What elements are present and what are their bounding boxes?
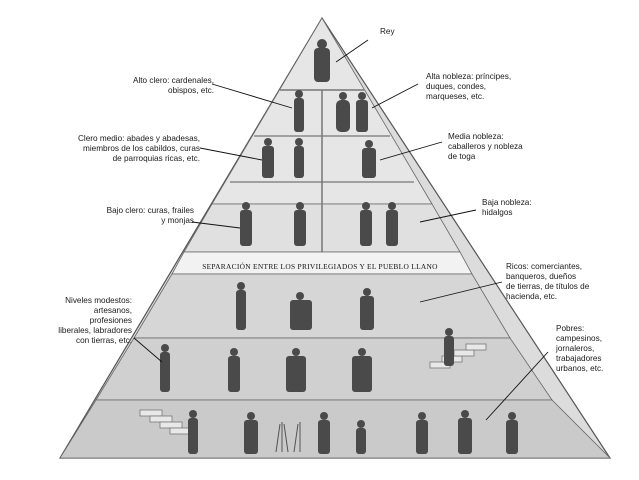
leader-lines [133,39,549,421]
poor-tier [59,399,611,459]
poor-figures [188,410,518,454]
high-nobility-figures [336,92,368,132]
stairs-left [139,409,193,435]
low-nobility-figures [360,202,398,246]
label-baja-nobleza: Baja nobleza: hidalgos [482,198,532,217]
label-niveles-modestos: Niveles modestos: artesanos, profesiones… [58,296,132,345]
rich-tier [133,273,511,339]
label-pobres: Pobres: campesinos, jornaleros, trabajad… [556,324,604,373]
middle-clergy-figures [262,138,304,178]
figures [160,39,518,454]
label-media-nobleza: Media nobleza: caballeros y nobleza de t… [448,132,523,161]
low-clergy-figures [240,202,306,246]
label-rey: Rey [380,27,395,36]
king-figure [314,39,330,82]
label-bajo-clero: Bajo clero: curas, frailes y monjas [106,206,194,225]
modest-figures [160,328,454,392]
label-alto-clero: Alto clero: cardenales, obispos, etc. [132,76,214,95]
rich-figures [236,282,374,330]
wheat-sheaves [275,422,301,453]
label-alta-nobleza: Alta nobleza: príncipes, duques, condes,… [426,72,512,101]
label-clero-medio: Clero medio: abades y abadesas, miembros… [78,134,200,163]
middle-nobility-figure [362,140,376,178]
label-ricos: Ricos: comerciantes, banqueros, dueños d… [506,262,590,301]
label-separacion: Separación entre los privilegiados y el … [202,262,438,271]
high-clergy-figure [294,90,304,132]
